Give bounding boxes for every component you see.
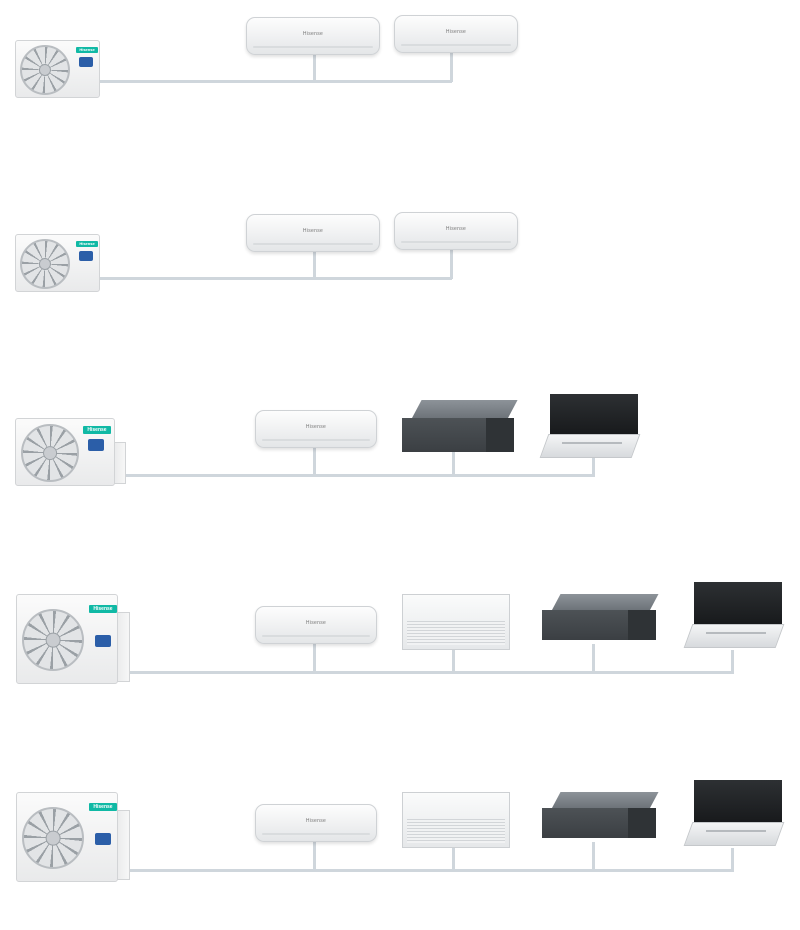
air-outlet: [262, 635, 370, 637]
duct-side-panel: [628, 808, 656, 838]
cassette-vent: [706, 830, 766, 832]
cassette-grille-panel: [539, 434, 641, 458]
cassette-body: [550, 394, 638, 436]
system-row-1: Hisense Hisense Hisense: [0, 0, 800, 150]
duct-side-panel: [628, 610, 656, 640]
air-outlet: [401, 44, 511, 46]
brand-logo: Hisense: [305, 620, 327, 627]
refrigerant-pipe-branch: [450, 247, 453, 279]
cassette-body: [694, 780, 782, 824]
air-outlet: [253, 46, 373, 48]
indoor-cassette-unit: [682, 780, 786, 848]
refrigerant-pipe-branch: [592, 458, 595, 476]
refrigerant-pipe: [130, 671, 734, 674]
outdoor-unit-large: Hisense: [16, 792, 118, 882]
refrigerant-pipe-branch: [313, 644, 316, 673]
indoor-wall-split: Hisense: [246, 17, 380, 55]
brand-badge: Hisense: [83, 426, 111, 434]
outdoor-unit: Hisense: [15, 418, 115, 486]
indoor-floor-ceiling-unit: [402, 792, 510, 848]
system-row-4: Hisense Hisense: [0, 582, 800, 732]
indoor-wall-split: Hisense: [246, 214, 380, 252]
fan-icon: [22, 609, 84, 671]
indoor-cassette-unit: [538, 394, 642, 460]
refrigerant-pipe-branch: [592, 644, 595, 673]
refrigerant-pipe-branch: [313, 50, 316, 82]
brand-logo: Hisense: [445, 226, 467, 233]
energy-label-icon: [79, 57, 93, 67]
fc-air-grille: [407, 819, 505, 843]
indoor-wall-split: Hisense: [255, 804, 377, 842]
indoor-wall-split: Hisense: [394, 212, 518, 250]
refrigerant-pipe-branch: [313, 247, 316, 279]
brand-logo: Hisense: [302, 31, 324, 38]
fan-icon: [20, 45, 70, 95]
duct-front-panel: [542, 808, 628, 838]
system-row-5: Hisense Hisense: [0, 780, 800, 930]
system-row-3: Hisense Hisense: [0, 390, 800, 540]
outdoor-unit: Hisense: [15, 234, 100, 292]
duct-front-panel: [402, 418, 486, 452]
refrigerant-pipe-branch: [313, 448, 316, 476]
duct-top-panel: [412, 400, 518, 418]
air-outlet: [262, 833, 370, 835]
air-outlet: [253, 243, 373, 245]
outdoor-unit: Hisense: [15, 40, 100, 98]
indoor-ducted-unit: [538, 594, 662, 644]
refrigerant-pipe: [130, 869, 734, 872]
fan-icon: [22, 807, 84, 869]
indoor-cassette-unit: [682, 582, 786, 650]
refrigerant-pipe-branch: [452, 650, 455, 673]
duct-top-panel: [552, 594, 659, 610]
outdoor-unit-large: Hisense: [16, 594, 118, 684]
refrigerant-pipe-branch: [731, 650, 734, 673]
brand-badge: Hisense: [76, 241, 98, 247]
duct-front-panel: [542, 610, 628, 640]
refrigerant-pipe: [100, 80, 452, 83]
indoor-floor-ceiling-unit: [402, 594, 510, 650]
air-outlet: [401, 241, 511, 243]
refrigerant-pipe-branch: [450, 50, 453, 82]
refrigerant-pipe: [100, 277, 452, 280]
refrigerant-pipe: [125, 474, 595, 477]
brand-logo: Hisense: [302, 228, 324, 235]
brand-badge: Hisense: [89, 803, 117, 811]
brand-logo: Hisense: [305, 818, 327, 825]
brand-badge: Hisense: [89, 605, 117, 613]
air-outlet: [262, 439, 370, 441]
cassette-grille-panel: [683, 624, 785, 648]
energy-label-icon: [95, 833, 111, 845]
energy-label-icon: [95, 635, 111, 647]
brand-badge: Hisense: [76, 47, 98, 53]
refrigerant-pipe-branch: [452, 448, 455, 476]
system-row-2: Hisense Hisense Hisense: [0, 197, 800, 347]
indoor-ducted-unit: [538, 792, 662, 842]
cassette-vent: [562, 442, 622, 444]
duct-side-panel: [486, 418, 514, 452]
refrigerant-pipe-branch: [592, 842, 595, 871]
indoor-wall-split: Hisense: [255, 410, 377, 448]
cassette-vent: [706, 632, 766, 634]
refrigerant-pipe-branch: [313, 842, 316, 871]
cassette-grille-panel: [683, 822, 785, 846]
refrigerant-pipe-branch: [452, 848, 455, 871]
brand-logo: Hisense: [445, 29, 467, 36]
indoor-ducted-unit: [398, 400, 520, 456]
duct-top-panel: [552, 792, 659, 808]
fc-air-grille: [407, 621, 505, 645]
cassette-body: [694, 582, 782, 626]
energy-label-icon: [88, 439, 104, 451]
brand-logo: Hisense: [305, 424, 327, 431]
indoor-wall-split: Hisense: [394, 15, 518, 53]
refrigerant-pipe-branch: [731, 848, 734, 871]
energy-label-icon: [79, 251, 93, 261]
indoor-wall-split: Hisense: [255, 606, 377, 644]
fan-icon: [20, 239, 70, 289]
fan-icon: [21, 424, 79, 482]
